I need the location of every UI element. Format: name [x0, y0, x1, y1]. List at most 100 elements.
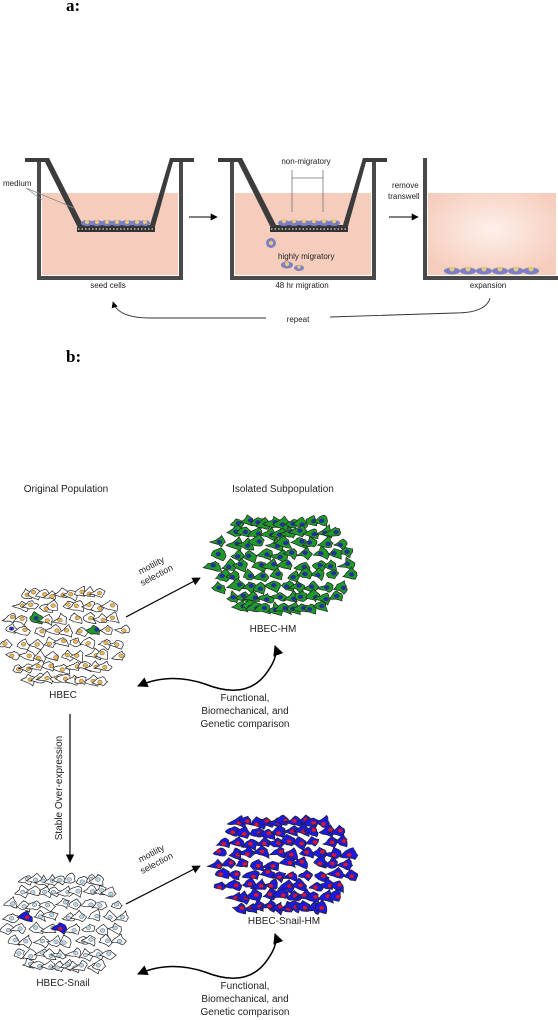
hbec-cell	[27, 659, 45, 671]
non-migratory-cells	[278, 218, 340, 226]
hbec-cell	[18, 649, 36, 662]
hbec-cell	[12, 615, 28, 627]
hbec-snail-hm-cell	[240, 838, 259, 852]
hbec-cell	[91, 613, 108, 624]
expanded-cells	[444, 266, 539, 275]
hbec-snail-cell	[69, 909, 87, 923]
hbec-snail-hm-cell	[325, 866, 346, 879]
hbec-hm-cell	[252, 570, 270, 583]
hbec-snail-hm-cell	[282, 815, 303, 827]
hbec-hm-cell	[210, 547, 227, 562]
hbec-snail-cell	[87, 908, 101, 922]
hbec-hm-cell	[332, 580, 348, 595]
hbec-snail-cell	[9, 923, 27, 935]
hbec-snail-hm-cell	[304, 836, 320, 847]
hbec-snail-hm-cell	[214, 867, 230, 880]
comparison-top-line2: Biomechanical, and	[201, 706, 288, 717]
hbec-cell	[91, 676, 109, 686]
hbec-cell	[79, 636, 96, 650]
hbec-hm-cell	[316, 582, 334, 593]
hbec-snail-hm-cell	[238, 815, 253, 826]
comparison-bottom-line1: Functional,	[221, 981, 270, 992]
hbec-snail-cell	[1, 913, 20, 924]
hbec-snail-hm-cell	[236, 825, 251, 840]
hbec-cell	[67, 600, 84, 613]
hbec-hm-cell	[275, 559, 293, 570]
hbec-label: HBEC	[49, 690, 77, 701]
hbec-hm-cell	[301, 528, 319, 539]
hbec-cell	[41, 661, 55, 672]
hbec-cell	[34, 627, 47, 638]
hbec-hm-cell	[312, 592, 331, 606]
remove-label-2: transwell	[388, 192, 420, 201]
hbec-cell	[74, 676, 87, 685]
hbec-snail-hm-cell	[336, 858, 354, 871]
hbec-snail-cell	[28, 921, 44, 934]
hbec-snail-cell	[98, 950, 117, 960]
hbec-snail-hm-cell	[335, 833, 348, 848]
hbec-snail-cell	[24, 900, 42, 911]
hbec-snail-hm-cell	[323, 847, 342, 859]
hbec-snail-hm-cell	[322, 836, 339, 849]
hbec-snail-hm-cell	[268, 847, 286, 859]
hbec-cell	[1, 612, 17, 624]
motility-selection-arrow-bottom	[125, 865, 201, 905]
hbec-cell	[97, 638, 112, 651]
hbec-snail-cell	[110, 933, 127, 945]
remove-label-1: remove	[392, 181, 419, 190]
hbec-cell	[36, 613, 53, 627]
hbec-hm-cell	[269, 567, 283, 581]
hbec-snail-cell	[13, 948, 25, 959]
hbec-hm-cell	[312, 545, 330, 561]
hbec-cell	[51, 612, 68, 625]
highly-migratory-cells	[266, 238, 304, 271]
hbec-cell	[95, 648, 109, 660]
hbec-snail-cell	[102, 909, 118, 922]
hbec-hm-cell	[337, 556, 356, 570]
hbec-hm-cell	[282, 548, 298, 560]
hbec-hm-cell	[329, 590, 344, 602]
comparison-top-line1: Functional,	[221, 693, 270, 704]
hbec-snail-cell	[49, 948, 67, 960]
hbec-snail-cell	[82, 884, 98, 896]
hbec-hm-cell	[254, 548, 273, 561]
hbec-snail-cell	[88, 874, 105, 886]
highly-migratory-label: highly migratory	[278, 252, 334, 261]
hbec-hm-cell	[209, 534, 227, 548]
hbec-snail-cell	[32, 935, 51, 949]
hbec-snail-cell	[80, 934, 96, 947]
hbec-hm-label: HBEC-HM	[250, 624, 297, 635]
hbec-snail-cell	[14, 884, 30, 899]
hbec-hm-cell	[211, 580, 227, 595]
hbec-cell	[16, 638, 30, 650]
hbec-hm-cell	[214, 568, 232, 583]
hbec-snail-hm-cell	[316, 814, 330, 831]
hbec-snail-cell	[99, 886, 117, 898]
hbec-snail-cell	[68, 898, 82, 910]
repeat-arrow	[113, 298, 491, 319]
hbec-snail-hm-cell	[257, 817, 275, 828]
hbec-snail-hm-cell	[252, 844, 270, 860]
hbec-hm-cell	[242, 568, 257, 581]
hbec-cell	[93, 660, 113, 672]
hbec-snail-cell	[24, 885, 42, 897]
hbec-snail-hm-cell	[321, 855, 339, 869]
hbec-cell	[69, 637, 81, 647]
hbec-snail-hm-cell	[314, 899, 328, 914]
hbec-snail-cell	[15, 900, 31, 913]
comparison-bottom-line2: Biomechanical, and	[201, 994, 288, 1005]
hbec-hm-cell	[301, 535, 318, 548]
hbec-snail-cell	[110, 900, 123, 910]
hbec-cell	[68, 612, 83, 624]
seeded-cells	[81, 220, 150, 226]
hbec-hm-cell	[247, 533, 266, 547]
hbec-snail-hm-cell	[227, 870, 241, 881]
hbec-cell	[107, 639, 124, 650]
hbec-snail-cell	[91, 958, 107, 972]
hbec-snail-hm-cell	[237, 845, 256, 858]
hbec-snail-cell	[51, 875, 66, 886]
hbec-snail-hm-cell	[278, 833, 297, 847]
hbec-cell	[52, 664, 71, 675]
hbec-hm-cell	[327, 548, 343, 560]
hbec-cell	[75, 627, 89, 637]
